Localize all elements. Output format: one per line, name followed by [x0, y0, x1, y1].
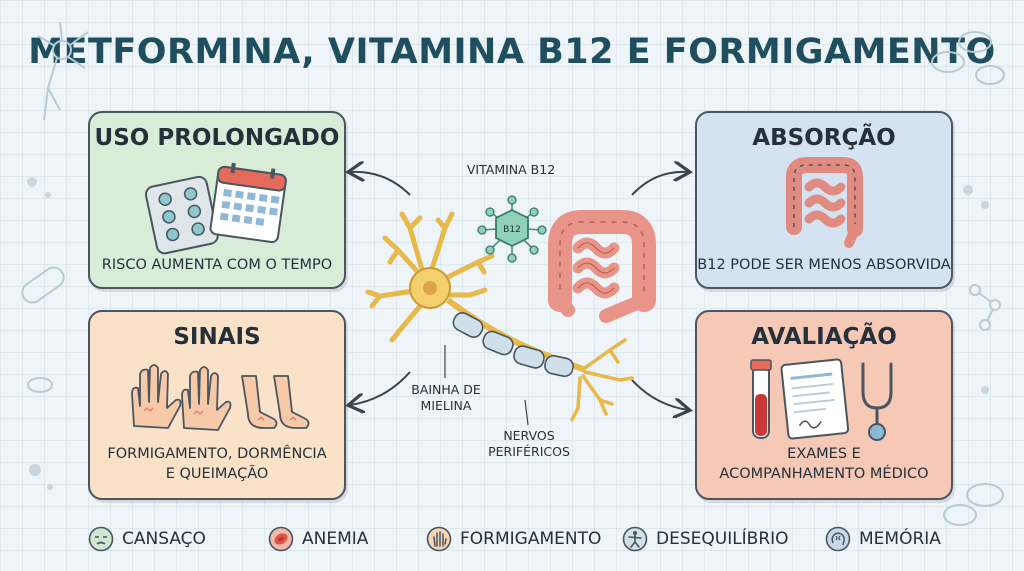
neuron-sketch-icon — [37, 21, 89, 121]
legend-label: DESEQUILÍBRIO — [656, 529, 789, 549]
brain-head-icon — [825, 526, 851, 552]
legend-label: CANSAÇO — [122, 529, 206, 549]
card-heading: SINAIS — [173, 324, 261, 350]
hand-icon — [426, 526, 452, 552]
b12-molecule-text: B12 — [503, 225, 521, 235]
page-title: METFORMINA, VITAMINA B12 E FORMIGAMENTO — [28, 32, 996, 72]
arrow-to-absorcao — [631, 172, 688, 196]
arrow-to-uso — [350, 172, 411, 196]
red-blood-cell-icon — [268, 526, 294, 552]
legend-item-formigamento: FORMIGAMENTO — [426, 525, 601, 553]
card-caption-line2: E QUEIMAÇÃO — [165, 466, 269, 482]
myelin-label-line1: BAINHA DE — [411, 382, 481, 397]
hands-feet-icon — [131, 364, 310, 431]
legend-label: ANEMIA — [302, 529, 369, 549]
card-avaliacao: AVALIAÇÃO EXAMES E ACOMPANHAMENTO MÉDICO — [695, 310, 953, 500]
intestine-icon — [786, 157, 863, 248]
legend-label: FORMIGAMENTO — [460, 529, 602, 549]
card-heading: AVALIAÇÃO — [751, 324, 897, 350]
card-heading: ABSORÇÃO — [752, 125, 896, 151]
b12-molecule-icon — [477, 195, 547, 263]
central-intestine-icon — [548, 210, 656, 323]
legend-item-memoria: MEMÓRIA — [825, 525, 941, 553]
card-sinais: SINAIS FORMIGAMENTO, DORMÊNCIA E QUEIMAÇ… — [88, 310, 346, 500]
legend-item-anemia: ANEMIA — [268, 525, 368, 553]
card-heading: USO PROLONGADO — [94, 125, 340, 151]
legend-item-desequilibrio: DESEQUILÍBRIO — [622, 525, 789, 553]
nerves-pointer-line — [524, 399, 529, 426]
card-caption-line1: EXAMES E — [787, 446, 861, 462]
molecule-sketch-icon — [969, 284, 1001, 331]
card-caption: RISCO AUMENTA COM O TEMPO — [101, 257, 333, 273]
lab-exam-stethoscope-icon — [750, 358, 893, 441]
tired-face-icon — [88, 526, 114, 552]
cell-dots-icon — [27, 177, 989, 490]
pill-blister-calendar-icon — [144, 162, 287, 255]
nerves-label-line1: NERVOS — [503, 428, 555, 443]
myelin-label-line2: MIELINA — [420, 398, 472, 413]
pill-sketch-icon — [21, 31, 1005, 526]
vitamin-b12-label: VITAMINA B12 — [466, 162, 556, 177]
nerves-label-line2: PERIFÉRICOS — [488, 444, 570, 459]
arrow-to-avaliacao — [631, 379, 688, 410]
arrow-to-sinais — [350, 371, 411, 405]
balance-person-icon — [622, 526, 648, 552]
card-absorcao: ABSORÇÃO B12 PODE SER MENOS ABSORVIDA — [695, 111, 953, 289]
card-caption-line2: ACOMPANHAMENTO MÉDICO — [719, 466, 929, 482]
neuron-icon — [365, 211, 634, 422]
legend-item-cansaco: CANSAÇO — [88, 525, 206, 553]
card-caption: B12 PODE SER MENOS ABSORVIDA — [697, 257, 951, 273]
card-uso-prolongado: USO PROLONGADO RISCO AUMENTA COM O TEMPO — [88, 111, 346, 289]
legend-label: MEMÓRIA — [859, 529, 941, 549]
card-caption-line1: FORMIGAMENTO, DORMÊNCIA — [107, 446, 327, 462]
